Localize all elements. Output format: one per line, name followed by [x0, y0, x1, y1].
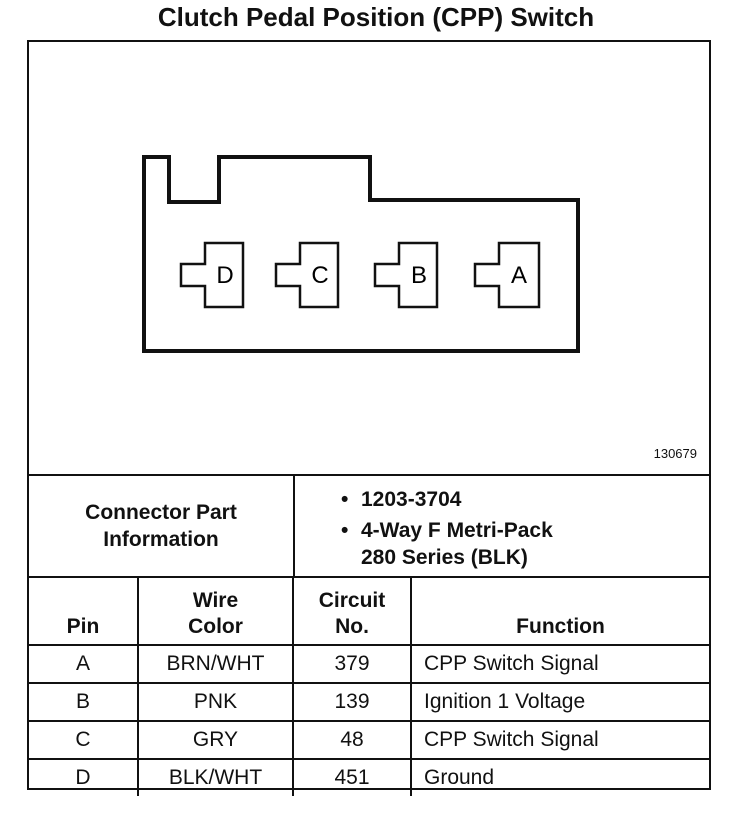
pin-cavity-a: A	[473, 241, 541, 309]
cell-function: CPP Switch Signal	[410, 720, 709, 760]
cell-circuit: 379	[292, 644, 412, 684]
cell-wire-color: BLK/WHT	[137, 758, 294, 796]
page-title: Clutch Pedal Position (CPP) Switch	[157, 2, 595, 32]
pin-cavity-d: D	[179, 241, 245, 309]
part-info-item-line1: 4-Way F Metri-Pack	[361, 519, 553, 542]
part-info-item-line1: 1203-3704	[361, 488, 462, 511]
table-row: B PNK 139 Ignition 1 Voltage	[29, 682, 709, 722]
table-header-row: Pin Wire Color Circuit No. Function	[29, 578, 709, 646]
cell-function: CPP Switch Signal	[410, 644, 709, 684]
cell-wire-color: BRN/WHT	[137, 644, 294, 684]
cell-circuit: 451	[292, 758, 412, 796]
table-row: A BRN/WHT 379 CPP Switch Signal	[29, 644, 709, 684]
table-row: C GRY 48 CPP Switch Signal	[29, 720, 709, 760]
connector-housing-outline	[142, 155, 580, 353]
cell-pin: A	[29, 644, 139, 684]
connector-diagram: D C B A 130679	[29, 42, 709, 476]
pin-label-a: A	[511, 262, 527, 289]
header-function: Function	[410, 578, 709, 646]
part-info-label: Connector Part Information	[29, 476, 295, 576]
part-info-item: • 4-Way F Metri-Pack 280 Series (BLK)	[295, 517, 705, 571]
pin-cavity-c: C	[274, 241, 340, 309]
header-pin: Pin	[29, 578, 139, 646]
cell-pin: B	[29, 682, 139, 722]
bullet-icon: •	[341, 519, 349, 542]
cell-function: Ignition 1 Voltage	[410, 682, 709, 722]
cell-wire-color: PNK	[137, 682, 294, 722]
bullet-icon: •	[341, 488, 349, 511]
part-info-item-line2: 280 Series (BLK)	[361, 546, 528, 569]
table-row: D BLK/WHT 451 Ground	[29, 758, 709, 796]
part-info-item: • 1203-3704	[295, 486, 705, 513]
pin-label-d: D	[216, 262, 233, 289]
cell-pin: C	[29, 720, 139, 760]
figure-number: 130679	[653, 446, 697, 461]
header-circuit-no: Circuit No.	[292, 578, 412, 646]
connector-face-drawing: D C B A	[142, 155, 580, 353]
cell-wire-color: GRY	[137, 720, 294, 760]
pin-cavity-b: B	[373, 241, 439, 309]
connector-part-info: Connector Part Information • 1203-3704 •…	[29, 476, 709, 578]
connector-info-frame: D C B A 130679 Connector Part Informatio…	[27, 40, 711, 796]
part-info-list: • 1203-3704 • 4-Way F Metri-Pack 280 Ser…	[295, 480, 705, 571]
cell-function: Ground	[410, 758, 709, 796]
pin-label-c: C	[311, 262, 328, 289]
cell-circuit: 139	[292, 682, 412, 722]
cell-pin: D	[29, 758, 139, 796]
header-wire-color: Wire Color	[137, 578, 294, 646]
cell-circuit: 48	[292, 720, 412, 760]
pinout-table: Pin Wire Color Circuit No. Function A BR…	[29, 578, 709, 796]
part-info-label-line1: Connector Part	[85, 501, 237, 524]
part-info-label-line2: Information	[103, 528, 219, 551]
pin-label-b: B	[411, 262, 427, 289]
